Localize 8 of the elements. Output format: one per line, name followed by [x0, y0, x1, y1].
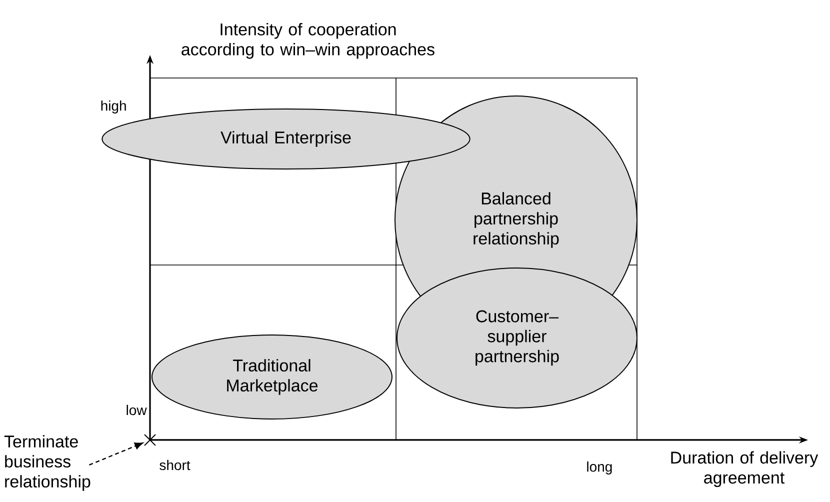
- axis-tick-label: low: [126, 404, 147, 416]
- node-text: Terminate business relationship: [4, 435, 90, 491]
- cross-mark: [144, 434, 156, 446]
- axis-tick-label: short: [160, 460, 190, 470]
- arrow: [88, 442, 143, 466]
- axis-title: Duration of delivery agreement: [671, 451, 818, 488]
- axis-title: Intensity of cooperation according to win–win approaches: [182, 22, 434, 59]
- axis-tick-label: long: [587, 461, 612, 474]
